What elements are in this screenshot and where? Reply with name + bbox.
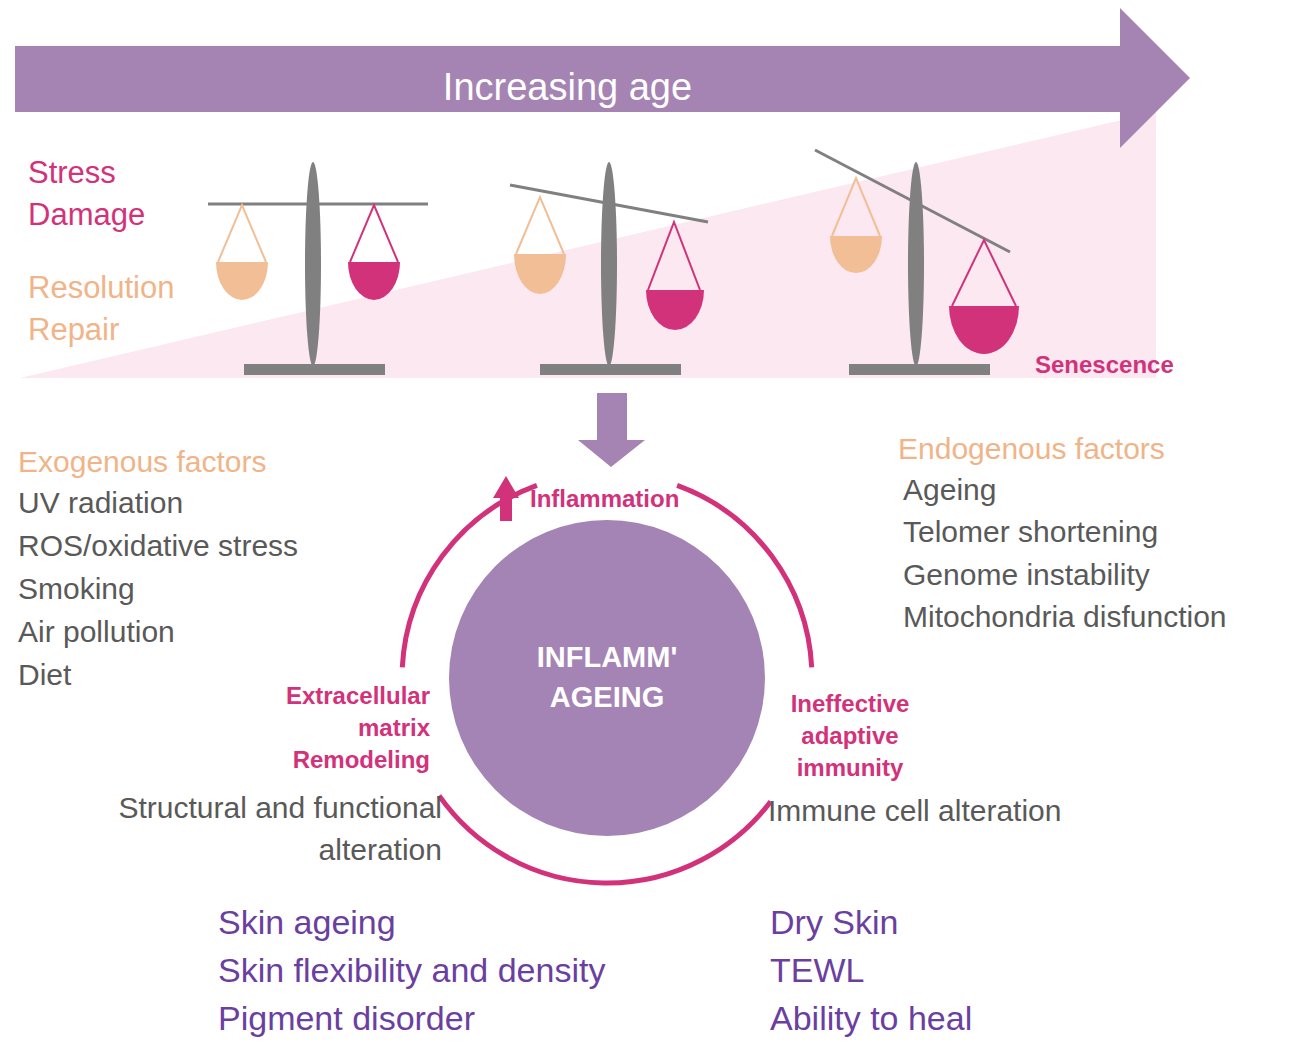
cycle-label: Ineffective adaptive immunity — [770, 688, 930, 784]
stage-label: Senescence — [1035, 350, 1235, 380]
factor-item: Ageing — [903, 471, 1283, 509]
balance-scale — [815, 150, 1019, 375]
factor-item: UV radiation — [18, 484, 378, 522]
cycle-label: Extracellular matrix Remodeling — [245, 680, 430, 776]
age-arrow: Increasing age — [0, 8, 1192, 150]
factor-item: Genome instability — [903, 556, 1283, 594]
cycle-ring — [402, 485, 811, 883]
factor-item: Mitochondria disfunction — [903, 598, 1293, 636]
increase-arrow — [493, 476, 519, 521]
factor-item: ROS/oxidative stress — [18, 527, 378, 565]
factor-item: Air pollution — [18, 613, 378, 651]
circle-fill — [449, 520, 765, 836]
factor-item: Smoking — [18, 570, 378, 608]
center-circle: INFLAMM' AGEING — [449, 520, 765, 836]
down-arrow — [578, 393, 645, 467]
balance-scale — [208, 162, 428, 375]
age-wedge — [20, 112, 1156, 378]
balance-scale — [510, 162, 708, 375]
outcome-item: Pigment disorder — [218, 996, 698, 1040]
arrow-fill — [15, 8, 1190, 148]
outcome-item: Skin ageing — [218, 900, 698, 944]
cycle-detail: Immune cell alteration — [768, 792, 1148, 830]
cycle-label: Inflammation — [530, 484, 750, 514]
factor-item: Telomer shortening — [903, 513, 1283, 551]
outcome-item: Dry Skin — [770, 900, 1170, 944]
group-heading: Exogenous factors — [18, 443, 348, 481]
outcome-item: Skin flexibility and density — [218, 948, 698, 992]
node-text: Increasing age — [15, 54, 1120, 120]
outcome-item: Ability to heal — [770, 996, 1170, 1040]
balance-legend: Stress Damage — [28, 152, 178, 236]
circle-outline — [449, 520, 765, 836]
group-heading: Endogenous factors — [898, 430, 1238, 468]
balance-legend: Resolution Repair — [28, 267, 203, 351]
outcome-item: TEWL — [770, 948, 1170, 992]
cycle-detail: Structural and functional alteration — [52, 787, 442, 871]
node-text: INFLAMM' AGEING — [507, 632, 707, 722]
